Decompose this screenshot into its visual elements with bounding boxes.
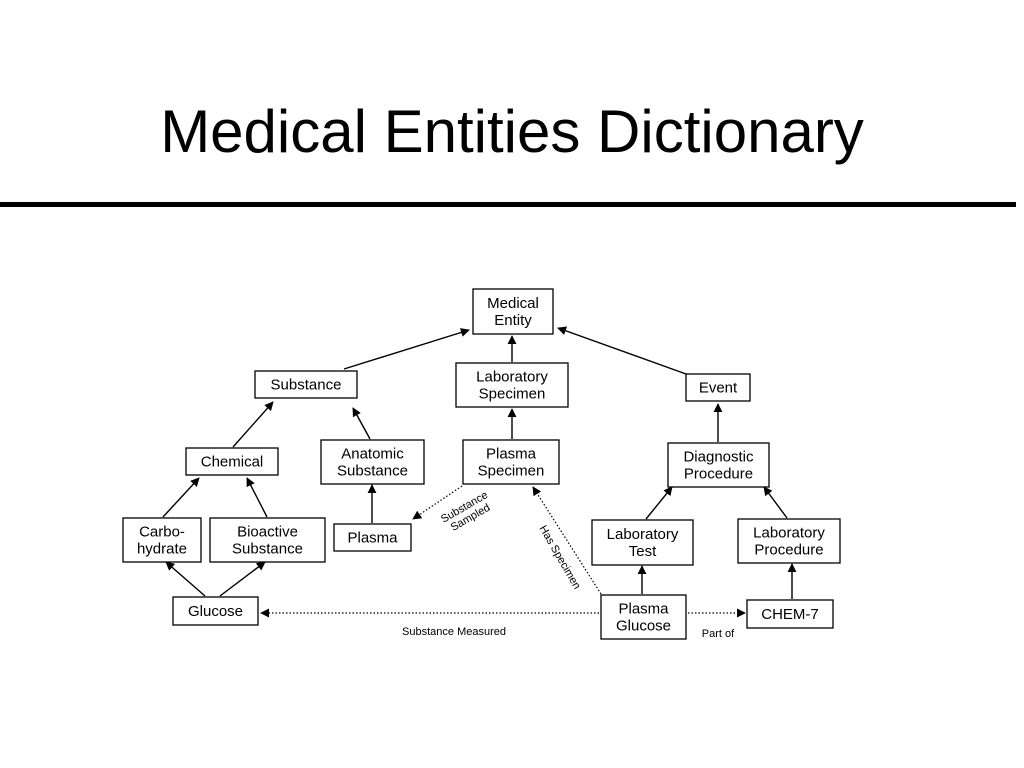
node-label: Glucose <box>616 618 671 635</box>
node-label: Medical <box>487 295 539 312</box>
slide-title: Medical Entities Dictionary <box>160 98 864 165</box>
node-box <box>209 517 326 563</box>
node-event: Event <box>685 373 751 402</box>
node-label: Chemical <box>201 454 264 471</box>
node-label: Specimen <box>478 463 545 480</box>
node-label: Event <box>699 380 738 397</box>
isa-edge-laboratory-procedure-to-diagnostic-procedure <box>763 486 788 519</box>
node-label: Glucose <box>188 603 243 620</box>
node-label: Plasma <box>347 530 398 547</box>
node-label: Substance <box>337 463 408 480</box>
isa-edge-glucose-to-carbohydrate <box>165 561 206 597</box>
node-label: Laboratory <box>607 526 679 543</box>
node-label: Substance <box>232 541 303 558</box>
node-label: hydrate <box>137 541 187 558</box>
node-plasma: Plasma <box>333 523 412 552</box>
node-box <box>462 439 560 485</box>
title-divider <box>0 202 1016 207</box>
relation-label-has-specimen: Has Specimen <box>537 524 583 592</box>
isa-edge-bioactive-substance-to-chemical <box>246 477 268 518</box>
node-box <box>667 442 770 488</box>
isa-edge-carbohydrate-to-chemical <box>162 477 200 518</box>
node-label: Carbo- <box>139 524 185 541</box>
relation-label-line: Substance Measured <box>402 626 506 638</box>
node-box <box>600 594 687 640</box>
node-label: Bioactive <box>237 524 298 541</box>
relation-label-part-of: Part of <box>702 628 735 640</box>
node-label: Procedure <box>754 542 823 559</box>
node-label: Plasma <box>486 446 537 463</box>
node-label: Specimen <box>479 386 546 403</box>
node-label: Procedure <box>684 466 753 483</box>
node-box <box>455 362 569 408</box>
node-label: Anatomic <box>341 446 404 463</box>
relation-substance-sampled <box>412 485 463 520</box>
isa-edge-substance-to-medical-entity <box>343 328 470 370</box>
node-box <box>185 447 279 476</box>
isa-edge-anatomic-substance-to-substance <box>352 407 371 440</box>
node-chem-7: CHEM-7 <box>746 599 834 629</box>
node-box <box>737 518 841 564</box>
node-box <box>746 599 834 629</box>
node-substance: Substance <box>254 370 358 399</box>
node-box <box>472 288 554 335</box>
node-label: Laboratory <box>753 525 825 542</box>
isa-edge-laboratory-test-to-diagnostic-procedure <box>645 486 673 520</box>
node-label: Laboratory <box>476 369 548 386</box>
node-box <box>254 370 358 399</box>
isa-edge-chemical-to-substance <box>232 401 274 448</box>
node-box <box>685 373 751 402</box>
node-box <box>333 523 412 552</box>
isa-edge-glucose-to-bioactive-substance <box>219 561 266 597</box>
relation-label-line: Has Specimen <box>537 524 583 592</box>
node-box <box>122 517 202 563</box>
node-glucose: Glucose <box>172 596 259 626</box>
node-box <box>172 596 259 626</box>
relation-label-line: Part of <box>702 628 735 640</box>
node-chemical: Chemical <box>185 447 279 476</box>
relation-has-specimen <box>532 486 602 595</box>
relation-label-substance-measured: Substance Measured <box>402 626 506 638</box>
node-label: Substance <box>271 377 342 394</box>
node-box <box>320 439 425 485</box>
node-label: Diagnostic <box>683 449 754 466</box>
isa-edge-event-to-medical-entity <box>557 326 687 375</box>
node-box <box>591 519 694 566</box>
node-label: Plasma <box>618 601 669 618</box>
node-label: CHEM-7 <box>761 606 819 623</box>
node-carbohydrate: Carbo-hydrate <box>122 517 202 563</box>
node-label: Test <box>629 543 657 560</box>
node-label: Entity <box>494 312 532 329</box>
